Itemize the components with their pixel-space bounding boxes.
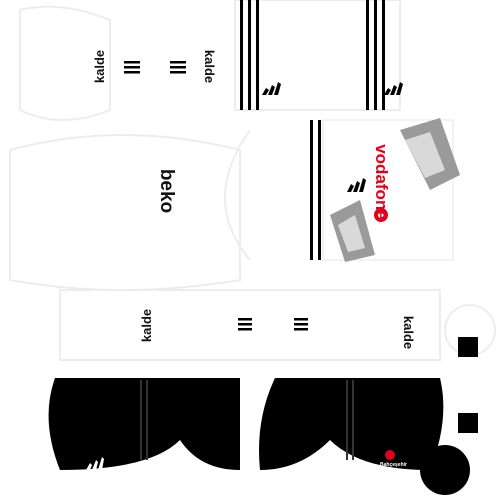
- sponsor-vodafone: vodafone: [371, 144, 391, 220]
- federation-text: Bahçeşehir Koleji: [380, 462, 407, 474]
- shorts-left: [48, 378, 240, 470]
- shorts-right: [259, 378, 444, 470]
- sponsor-kalde-top-left: kalde: [92, 49, 108, 84]
- template-outlines: [9, 0, 496, 361]
- sleeve-stripes-right: [240, 0, 385, 110]
- sponsor-beko: beko: [156, 168, 178, 214]
- sleeve-stripes-left: [124, 61, 186, 74]
- swatch-square-top: [458, 337, 478, 357]
- shirt-front: [305, 118, 460, 262]
- swatch-square-bottom: [458, 413, 478, 433]
- collar-stripes: [238, 318, 308, 331]
- sponsor-kalde-mid-left: kalde: [139, 308, 155, 343]
- sponsor-kalde-top-right: kalde: [202, 49, 218, 84]
- adidas-logo-sleeve: [262, 82, 403, 95]
- swatch-circle: [420, 445, 470, 495]
- sponsor-kalde-mid-right: kalde: [401, 315, 417, 350]
